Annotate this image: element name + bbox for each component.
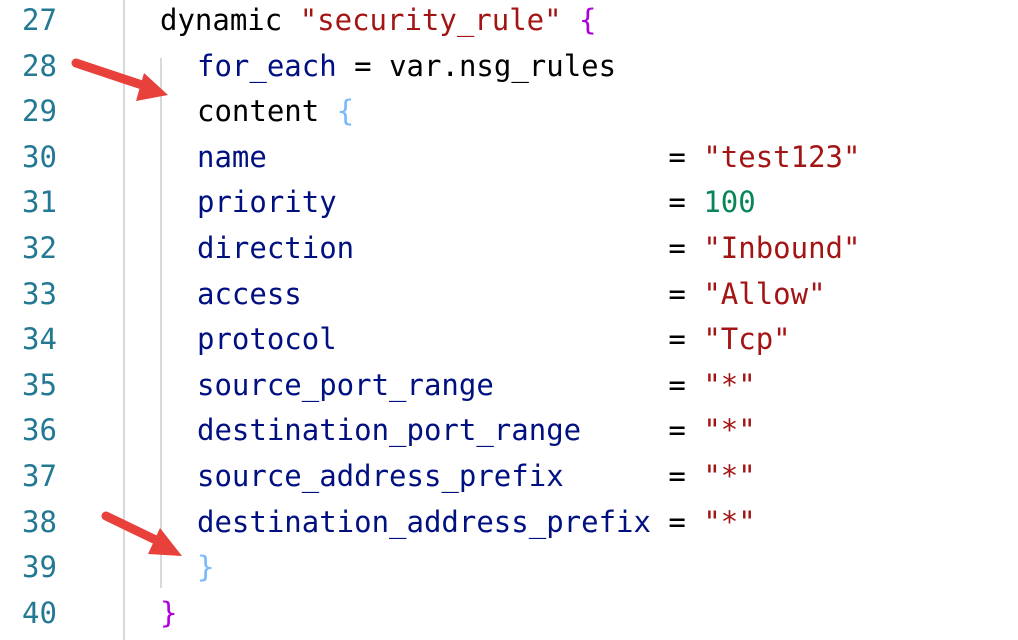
code-token: 100 — [703, 185, 756, 220]
arrow-annotation-2 — [101, 511, 182, 556]
code-token: } — [197, 550, 215, 585]
code-token: = — [336, 322, 704, 357]
code-token: = — [266, 139, 704, 174]
code-line[interactable]: direction = "Inbound" — [197, 232, 860, 264]
code-token: destination_address_prefix — [197, 504, 651, 539]
line-number: 31 — [22, 185, 57, 220]
code-line[interactable]: destination_address_prefix = "*" — [197, 506, 756, 538]
code-token: = — [301, 276, 704, 311]
line-number: 37 — [22, 459, 57, 493]
code-token: "*" — [703, 459, 756, 493]
code-token: . — [441, 48, 459, 83]
code-token: { — [561, 3, 597, 37]
code-line[interactable]: } — [160, 597, 177, 629]
line-number-gutter: 27 28 29 30 31 32 33 34 35 36 37 38 39 40 — [0, 0, 90, 640]
code-token: protocol — [197, 322, 337, 357]
code-token: "*" — [703, 504, 756, 539]
line-number: 40 — [22, 595, 57, 630]
line-number: 35 — [22, 367, 57, 402]
code-token: dynamic — [160, 3, 300, 37]
code-token: "*" — [703, 413, 756, 448]
arrow-annotation-1 — [71, 58, 168, 101]
code-token: source_address_prefix — [197, 459, 564, 493]
line-number: 28 — [22, 48, 57, 83]
code-token: for_each — [197, 48, 337, 83]
code-line[interactable]: dynamic "security_rule" { — [160, 4, 597, 36]
code-line[interactable]: name = "test123" — [197, 141, 860, 173]
line-number: 33 — [22, 276, 57, 311]
code-token: access — [197, 276, 302, 311]
code-token: var — [389, 48, 442, 83]
line-number: 39 — [22, 550, 57, 585]
code-token: { — [336, 94, 355, 129]
code-token: "Tcp" — [703, 322, 791, 357]
code-token: } — [160, 595, 178, 630]
code-token: "test123" — [703, 139, 861, 174]
code-token: = — [493, 367, 704, 402]
code-token: "Allow" — [703, 276, 826, 311]
line-number: 30 — [22, 139, 57, 174]
line-number: 27 — [22, 3, 57, 37]
code-token: = — [650, 504, 704, 539]
code-token: = — [336, 185, 704, 220]
code-line[interactable]: access = "Allow" — [197, 278, 826, 310]
code-line[interactable]: source_address_prefix = "*" — [197, 460, 756, 492]
code-line[interactable]: protocol = "Tcp" — [197, 323, 791, 355]
code-line[interactable]: source_port_range = "*" — [197, 369, 756, 401]
code-token: destination_port_range — [197, 413, 582, 448]
code-line[interactable]: priority = 100 — [197, 186, 756, 218]
line-number: 34 — [22, 322, 57, 357]
code-token: direction — [197, 231, 355, 265]
code-token: "*" — [703, 367, 756, 402]
indent-guide-inner — [160, 58, 162, 588]
code-token: name — [197, 139, 267, 174]
code-token: nsg_rules — [458, 48, 617, 83]
code-token: = — [563, 459, 704, 493]
code-line[interactable]: } — [197, 551, 214, 583]
code-token: = — [336, 48, 390, 83]
code-token: "security_rule" — [299, 3, 562, 37]
code-line[interactable]: content { — [197, 95, 354, 127]
line-number: 29 — [22, 94, 57, 129]
code-token: source_port_range — [197, 367, 494, 402]
indent-guide-outer — [123, 0, 125, 640]
code-token: "Inbound" — [703, 231, 861, 265]
code-line[interactable]: for_each = var.nsg_rules — [197, 50, 616, 82]
code-line[interactable]: destination_port_range = "*" — [197, 414, 756, 446]
code-token: = — [354, 231, 704, 265]
line-number: 38 — [22, 504, 57, 539]
line-number: 36 — [22, 413, 57, 448]
code-token: = — [581, 413, 704, 448]
code-token: content — [197, 94, 337, 129]
line-number: 32 — [22, 231, 57, 265]
code-token: priority — [197, 185, 337, 220]
